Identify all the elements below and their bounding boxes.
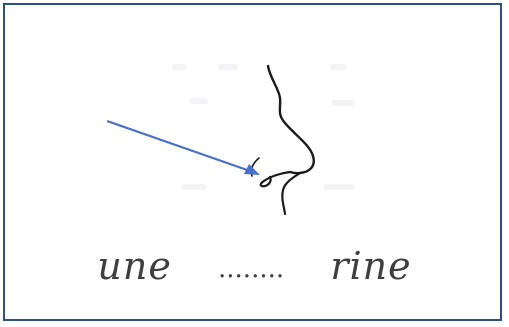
blank-to-fill: ........: [218, 239, 284, 299]
fill-in-sentence: une ........ rine: [0, 236, 509, 296]
word-before: une: [97, 236, 171, 296]
nose-bridge: [268, 66, 314, 173]
word-after: rine: [330, 236, 411, 296]
arrow-icon: [107, 121, 260, 175]
nose-drawing: [251, 66, 313, 214]
background-smudges: [172, 64, 354, 190]
nose-lower-curve: [282, 173, 300, 214]
